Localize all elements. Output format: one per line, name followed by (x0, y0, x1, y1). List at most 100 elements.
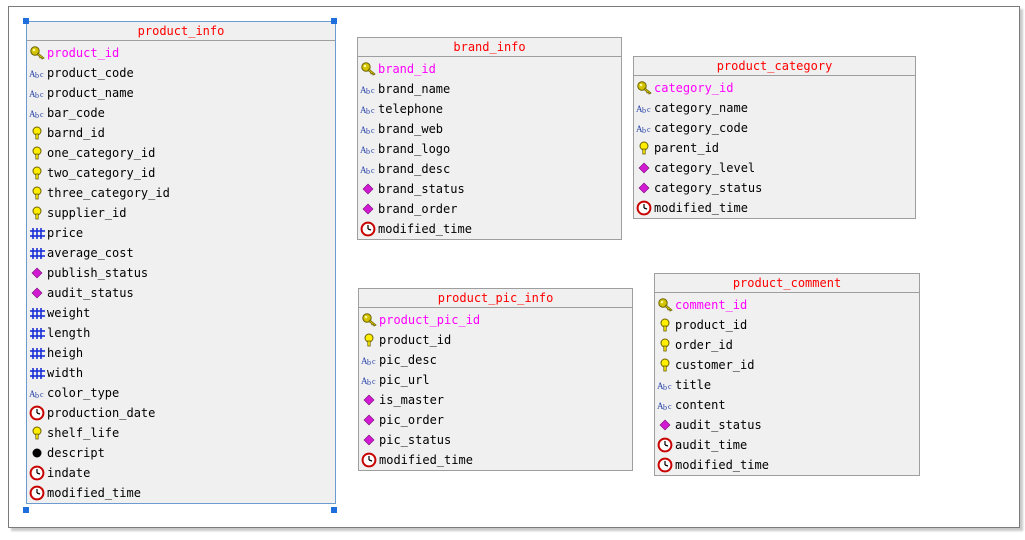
field-name: is_master (379, 393, 445, 407)
entity-title: product_pic_info (359, 289, 632, 308)
svg-text:c: c (40, 70, 44, 79)
entity-product-pic-info[interactable]: product_pic_info product_pic_id product_i… (358, 288, 633, 471)
field-row[interactable]: category_id (634, 78, 915, 98)
foreign-key-icon (361, 332, 379, 348)
svg-text:A: A (360, 105, 367, 115)
datetime-type-icon (361, 452, 379, 468)
field-name: brand_name (378, 82, 451, 96)
field-name: modified_time (47, 486, 141, 500)
field-row[interactable]: one_category_id (27, 143, 335, 163)
field-row[interactable]: production_date (27, 403, 335, 423)
field-name: modified_time (654, 201, 748, 215)
field-row[interactable]: product_pic_id (359, 310, 632, 330)
field-row[interactable]: audit_status (27, 283, 335, 303)
field-name: category_name (654, 101, 748, 115)
field-row[interactable]: pic_status (359, 430, 632, 450)
datetime-type-icon (636, 200, 654, 216)
selection-handle[interactable] (23, 507, 29, 513)
field-row[interactable]: modified_time (359, 450, 632, 470)
field-row[interactable]: product_id (655, 315, 919, 335)
field-row[interactable]: pic_order (359, 410, 632, 430)
field-row[interactable]: audit_status (655, 415, 919, 435)
svg-text:c: c (372, 377, 376, 386)
field-row[interactable]: brand_order (358, 199, 621, 219)
svg-text:c: c (668, 402, 672, 411)
field-name: width (47, 366, 84, 380)
field-row[interactable]: category_level (634, 158, 915, 178)
field-row[interactable]: indate (27, 463, 335, 483)
datetime-type-icon (29, 485, 47, 501)
field-row[interactable]: three_category_id (27, 183, 335, 203)
field-row[interactable]: descript (27, 443, 335, 463)
field-name: publish_status (47, 266, 149, 280)
field-row[interactable]: comment_id (655, 295, 919, 315)
enum-type-icon (361, 392, 379, 408)
svg-text:b: b (663, 383, 667, 392)
entity-title: brand_info (358, 38, 621, 57)
field-row[interactable]: order_id (655, 335, 919, 355)
field-row[interactable]: modified_time (655, 455, 919, 475)
field-row[interactable]: is_master (359, 390, 632, 410)
field-row[interactable]: heigh (27, 343, 335, 363)
svg-text:b: b (366, 127, 370, 136)
field-row[interactable]: publish_status (27, 263, 335, 283)
field-row[interactable]: supplier_id (27, 203, 335, 223)
field-row[interactable]: price (27, 223, 335, 243)
svg-text:c: c (371, 86, 375, 95)
field-row[interactable]: parent_id (634, 138, 915, 158)
field-row[interactable]: weight (27, 303, 335, 323)
field-row[interactable]: two_category_id (27, 163, 335, 183)
numeric-type-icon (29, 325, 47, 341)
svg-text:b: b (35, 91, 39, 100)
field-row[interactable]: shelf_life (27, 423, 335, 443)
field-name: brand_web (378, 122, 444, 136)
field-row[interactable]: product_id (27, 43, 335, 63)
field-row[interactable]: barnd_id (27, 123, 335, 143)
field-name: product_id (379, 333, 452, 347)
foreign-key-icon (636, 140, 654, 156)
field-row[interactable]: width (27, 363, 335, 383)
field-row[interactable]: customer_id (655, 355, 919, 375)
foreign-key-icon (29, 125, 47, 141)
text-type-icon (29, 445, 47, 461)
field-name: descript (47, 446, 105, 460)
field-row[interactable]: average_cost (27, 243, 335, 263)
field-row[interactable]: modified_time (634, 198, 915, 218)
selection-handle[interactable] (331, 18, 337, 24)
field-row[interactable]: brand_status (358, 179, 621, 199)
datetime-type-icon (29, 465, 47, 481)
field-row[interactable]: modified_time (27, 483, 335, 503)
field-row[interactable]: length (27, 323, 335, 343)
field-row[interactable]: modified_time (358, 219, 621, 239)
datetime-type-icon (360, 221, 378, 237)
selection-handle[interactable] (331, 507, 337, 513)
field-row[interactable]: product_id (359, 330, 632, 350)
field-row[interactable]: audit_time (655, 435, 919, 455)
field-row[interactable]: brand_id (358, 59, 621, 79)
foreign-key-icon (29, 425, 47, 441)
field-name: modified_time (379, 453, 473, 467)
selection-handle[interactable] (23, 18, 29, 24)
field-row[interactable]: category_status (634, 178, 915, 198)
